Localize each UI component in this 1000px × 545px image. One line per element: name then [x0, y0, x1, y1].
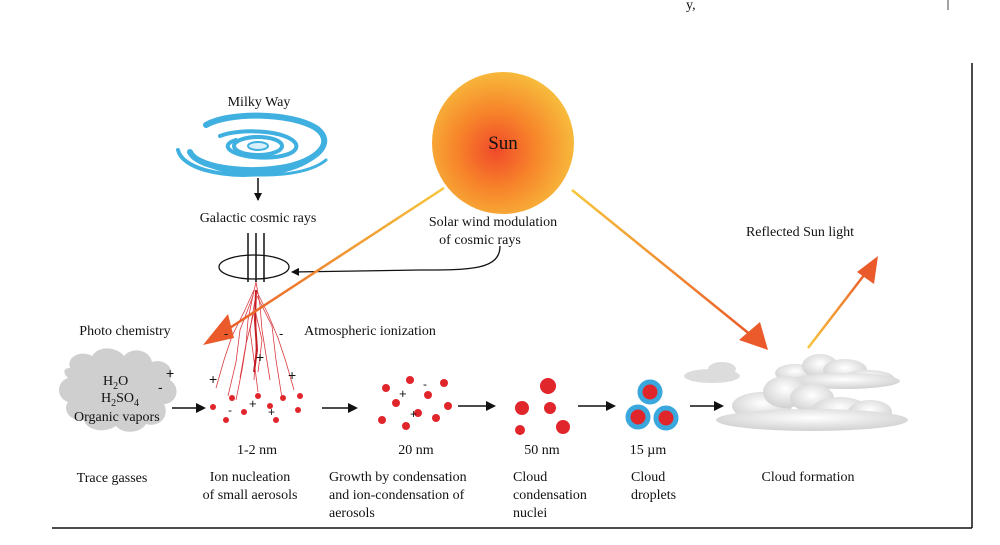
stage-ion-l1: Ion nucleation	[210, 470, 290, 485]
stage-growth-l3: aerosols	[329, 506, 375, 521]
galaxy-spiral-icon	[176, 112, 328, 177]
ion-plus-3: +	[288, 367, 296, 383]
stage-ccn-l1: Cloud	[513, 470, 547, 485]
solar-wind-arrow	[291, 245, 501, 276]
stage-ion-l2: of small aerosols	[203, 488, 298, 503]
stage-drop-l1: Cloud	[631, 470, 665, 485]
stage-cloud-formation: Cloud formation	[762, 470, 855, 485]
cloud-droplets	[625, 379, 679, 431]
small-plus-2: +	[268, 405, 275, 419]
sunray-left	[203, 186, 445, 345]
cosmic-ray-lines	[247, 233, 265, 282]
ion-minus-1: -	[224, 326, 228, 341]
h2so4-label: H2SO4	[101, 391, 139, 409]
ccn-particles	[515, 378, 570, 435]
gas-plus: +	[166, 365, 174, 381]
stage-drop-l2: droplets	[631, 488, 676, 503]
stage-trace-gasses: Trace gasses	[77, 471, 148, 486]
ionization-core	[253, 289, 259, 373]
reflected-label: Reflected Sun light	[746, 225, 854, 240]
organic-vapors-label: Organic vapors	[74, 410, 160, 425]
solar-wind-label-2: of cosmic rays	[439, 233, 521, 248]
sunray-right	[571, 189, 768, 350]
stage-ccn-l2: condensation	[513, 488, 587, 503]
size-50nm: 50 nm	[524, 443, 560, 458]
trace-gas-cloud	[59, 348, 177, 432]
medium-plus-2: +	[410, 407, 417, 421]
ion-minus-2: -	[279, 326, 283, 341]
stage-ccn-l3: nuclei	[513, 506, 547, 521]
stage-growth-l1: Growth by condensation	[329, 470, 467, 485]
gas-minus: -	[158, 379, 163, 395]
solar-wind-label-1: Solar wind modulation	[429, 215, 557, 230]
cloud-group	[684, 354, 908, 431]
ion-plus-2: +	[209, 371, 217, 387]
size-20nm: 20 nm	[398, 443, 434, 458]
ion-plus-1: +	[256, 349, 264, 365]
medium-plus: +	[399, 386, 407, 401]
galactic-rays-label: Galactic cosmic rays	[200, 211, 317, 226]
size-15um: 15 µm	[630, 443, 667, 458]
milky-way-label: Milky Way	[228, 95, 291, 110]
small-plus: +	[249, 396, 257, 411]
sun-label: Sun	[488, 133, 518, 154]
h2o-label: H2O	[103, 374, 128, 392]
size-1-2nm: 1-2 nm	[237, 443, 277, 458]
magnetic-ring	[218, 254, 290, 280]
header-fragment: y,	[686, 0, 696, 13]
medium-aerosols	[378, 376, 452, 430]
photo-chem-label: Photo chemistry	[79, 324, 170, 339]
medium-minus: -	[423, 377, 427, 391]
small-aerosols	[210, 393, 303, 423]
small-minus: -	[228, 403, 232, 417]
reflected-ray	[807, 256, 878, 349]
stage-growth-l2: and ion-condensation of	[329, 488, 465, 503]
ionization-label: Atmospheric ionization	[304, 324, 436, 339]
sun-disc	[432, 72, 574, 214]
